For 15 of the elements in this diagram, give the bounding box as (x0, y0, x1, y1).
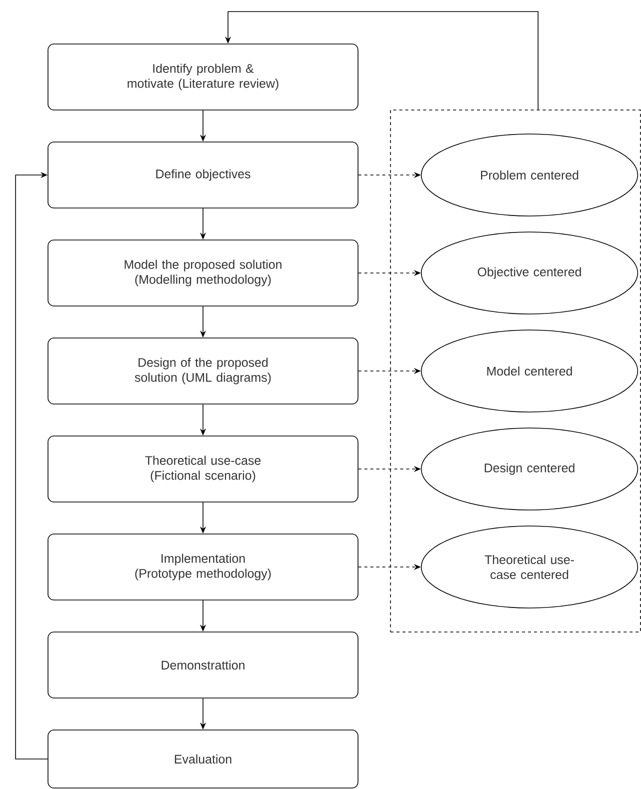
process-box: Implementation (Prototype methodology) (48, 534, 358, 600)
process-box: Demonstrattion (48, 632, 358, 698)
process-box: Theoretical use-case (Fictional scenario) (48, 436, 358, 502)
process-box: Define objectives (48, 142, 358, 208)
process-box: Design of the proposed solution (UML diagrams) (48, 338, 358, 404)
ellipse-node: Model centered (420, 330, 638, 412)
ellipse-node: Objective centered (420, 232, 638, 314)
ellipse-node: Design centered (420, 428, 638, 510)
dashed-frame (390, 110, 641, 632)
feedback-arrow (15, 172, 48, 760)
process-box: Identify problem & motivate (Literature review) (48, 44, 358, 110)
process-box: Model the proposed solution (Modelling methodology) (48, 240, 358, 306)
ellipse-node: Problem centered (420, 134, 638, 216)
ellipse-node: Theoretical use-case centered (420, 526, 638, 608)
process-box: Evaluation (48, 730, 358, 788)
